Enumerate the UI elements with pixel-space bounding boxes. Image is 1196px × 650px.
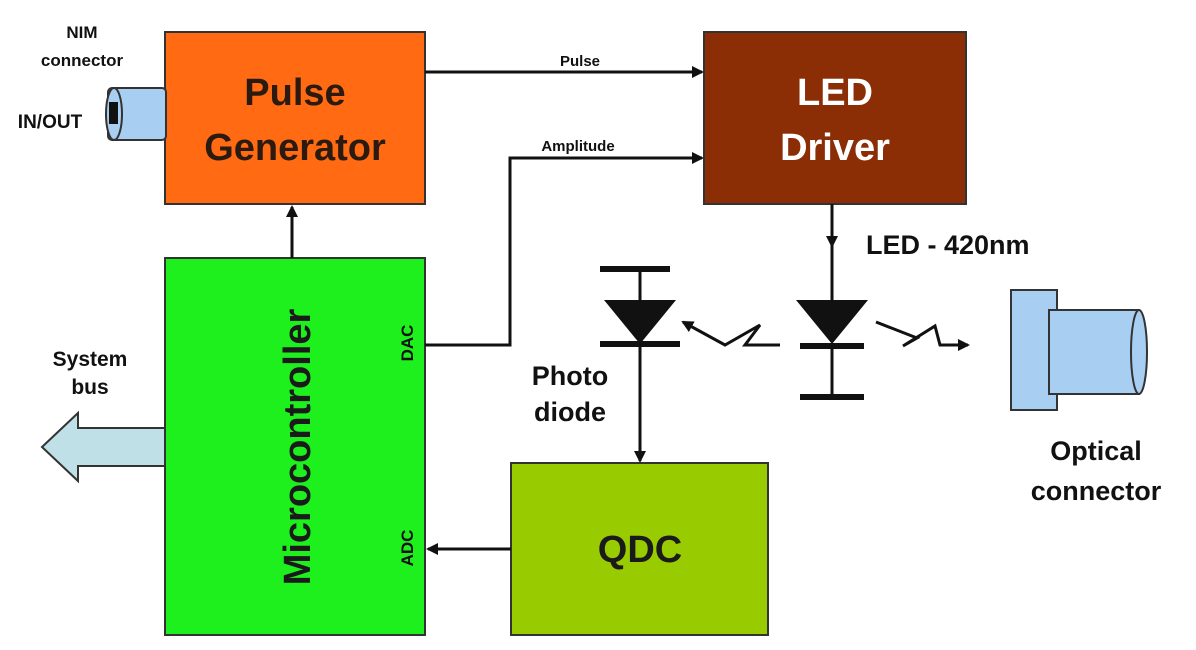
optical-connector-label-line2: connector [1031,476,1162,506]
microcontroller-block: Microcontroller DAC ADC [164,257,426,636]
photo-diode-label-line2: diode [534,397,606,427]
pulse-generator-box [164,31,426,205]
nim-connector-label-line1: NIM [66,23,97,42]
led-driver-title-line2: Driver [780,127,890,169]
adc-port-label: ADC [398,530,417,567]
qdc-block: QDC [510,462,769,636]
led-driver-title-line1: LED [797,72,873,114]
pulse-generator-block: Pulse Generator [164,31,426,205]
pulse-signal-label: Pulse [560,53,600,70]
amplitude-arrow [425,152,704,347]
system-bus-arrow-icon [40,410,166,484]
dac-port-label: DAC [398,325,417,362]
led-driver-box [703,31,967,205]
led-diode-icon [796,300,868,400]
amplitude-signal-label: Amplitude [541,138,614,155]
led-wavelength-label: LED - 420nm [866,230,1030,260]
nim-connector-icon [105,87,167,141]
qdc-title: QDC [598,529,682,571]
in-out-label: IN/OUT [18,112,83,133]
microcontroller-box [164,257,426,636]
microcontroller-title: Microcontroller [277,308,319,585]
light-ray-icon [681,320,780,347]
led-driver-block: LED Driver [703,31,967,205]
system-bus-label-line1: System [53,348,128,371]
pulse-generator-title-line2: Generator [204,127,386,169]
optical-connector-icon [1010,289,1148,411]
system-bus-label-line2: bus [71,376,108,399]
photo-diode-label-line1: Photo [532,361,608,391]
optical-connector-label-line1: Optical [1050,436,1142,466]
qdc-box [510,462,769,636]
nim-connector-label-line2: connector [41,51,124,70]
light-ray-icon [875,320,970,351]
photodiode-icon [600,266,680,347]
pulse-generator-title-line1: Pulse [244,72,345,114]
